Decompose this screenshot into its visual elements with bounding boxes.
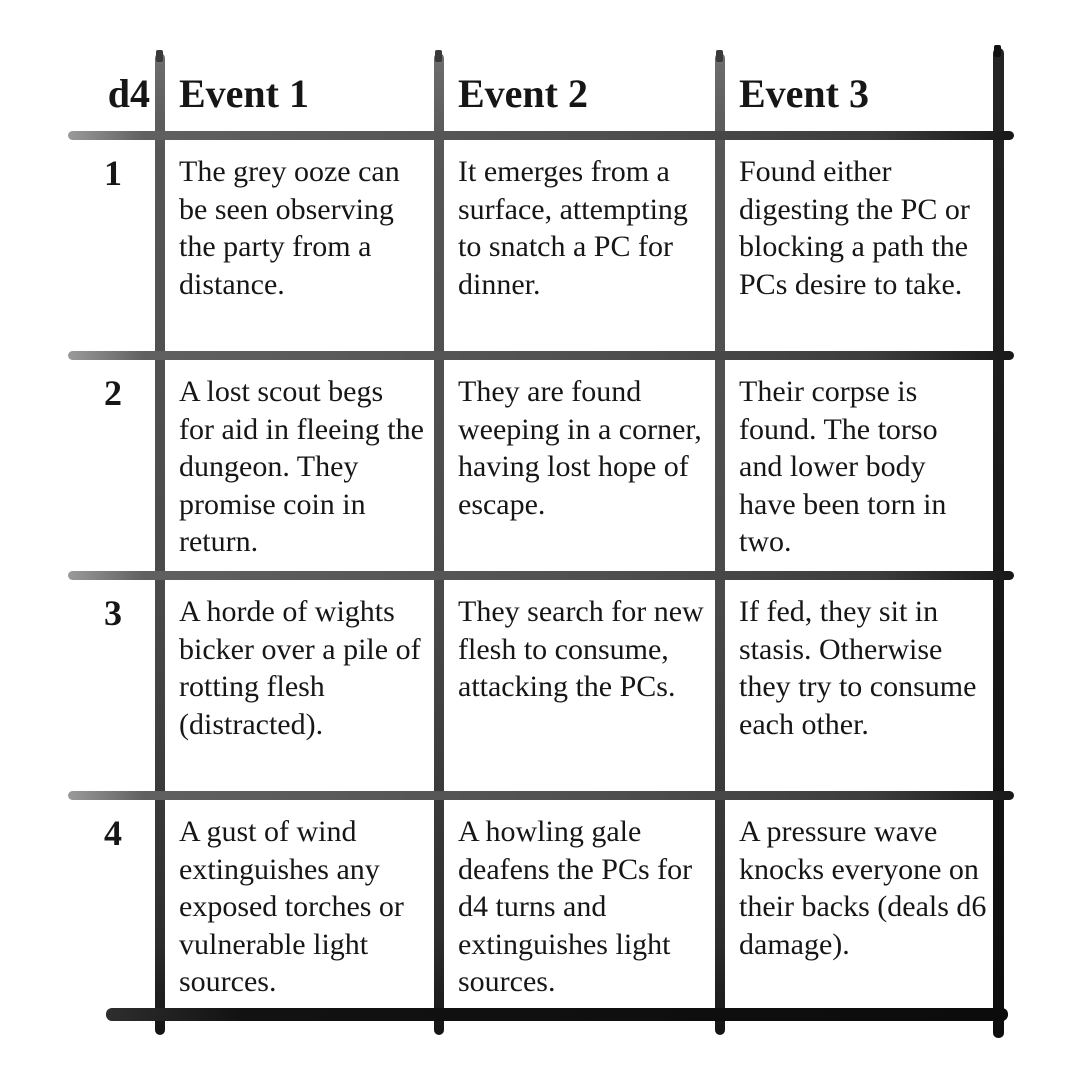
event-cell-3-3: If fed, they sit in stasis. Otherwise th…: [739, 595, 977, 741]
event-cell-4-2: A howling gale deafens the PCs for d4 tu…: [458, 815, 693, 998]
roll-number-3: 3: [104, 593, 122, 633]
event-cell-1-1: The grey ooze can be seen observing the …: [179, 155, 400, 301]
event-cell-4-1: A gust of wind extinguishes any exposed …: [179, 815, 404, 998]
event-1-column-header: Event 1: [179, 71, 309, 116]
roll-number-1: 1: [104, 153, 122, 193]
grid-line-horizontal-3: [68, 571, 1014, 580]
event-cell-3-1: A horde of wights bicker over a pile of …: [179, 595, 421, 741]
grid-line-vertical-3: [715, 50, 725, 1035]
grid-line-horizontal-header: [68, 131, 1014, 140]
grid-line-horizontal-4: [68, 791, 1014, 800]
grid-line-vertical-right: [993, 45, 1004, 1038]
grid-line-vertical-1: [155, 50, 165, 1035]
event-cell-2-2: They are found weeping in a corner, havi…: [458, 375, 702, 521]
event-cell-3-2: They search for new flesh to consume, at…: [458, 595, 704, 703]
event-cell-1-3: Found either digesting the PC or blockin…: [739, 155, 970, 301]
event-cell-4-3: A pressure wave knocks everyone on their…: [739, 815, 987, 961]
event-cell-1-2: It emerges from a surface, attempting to…: [458, 155, 688, 301]
event-3-column-header: Event 3: [739, 71, 869, 116]
event-cell-2-3: Their corpse is found. The torso and low…: [739, 375, 947, 558]
event-2-column-header: Event 2: [458, 71, 588, 116]
event-cell-2-1: A lost scout begs for aid in fleeing the…: [179, 375, 424, 558]
die-column-header: d4: [107, 71, 150, 116]
grid-line-vertical-2: [434, 50, 444, 1035]
grid-line-horizontal-2: [68, 351, 1014, 360]
roll-number-2: 2: [104, 373, 122, 413]
roll-number-4: 4: [104, 813, 122, 853]
grid-line-horizontal-bottom: [106, 1008, 1008, 1021]
